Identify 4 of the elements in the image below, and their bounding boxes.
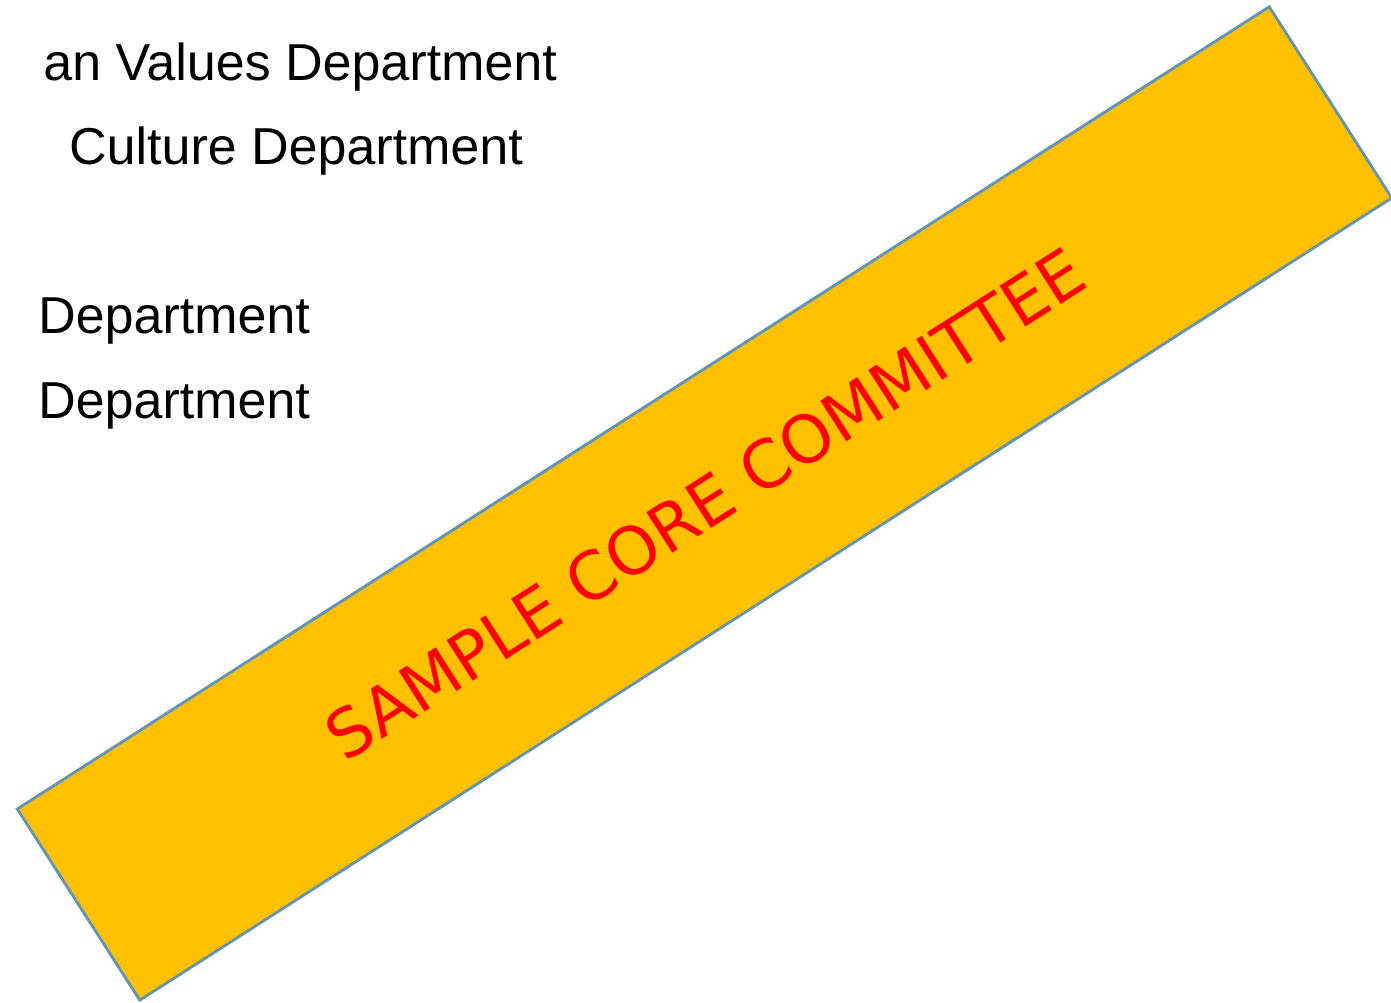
department-label: an Values Department [45, 42, 557, 91]
department-label: Department [42, 297, 310, 344]
department-label: Department [42, 382, 310, 429]
department-label: Culture Department [71, 126, 523, 175]
